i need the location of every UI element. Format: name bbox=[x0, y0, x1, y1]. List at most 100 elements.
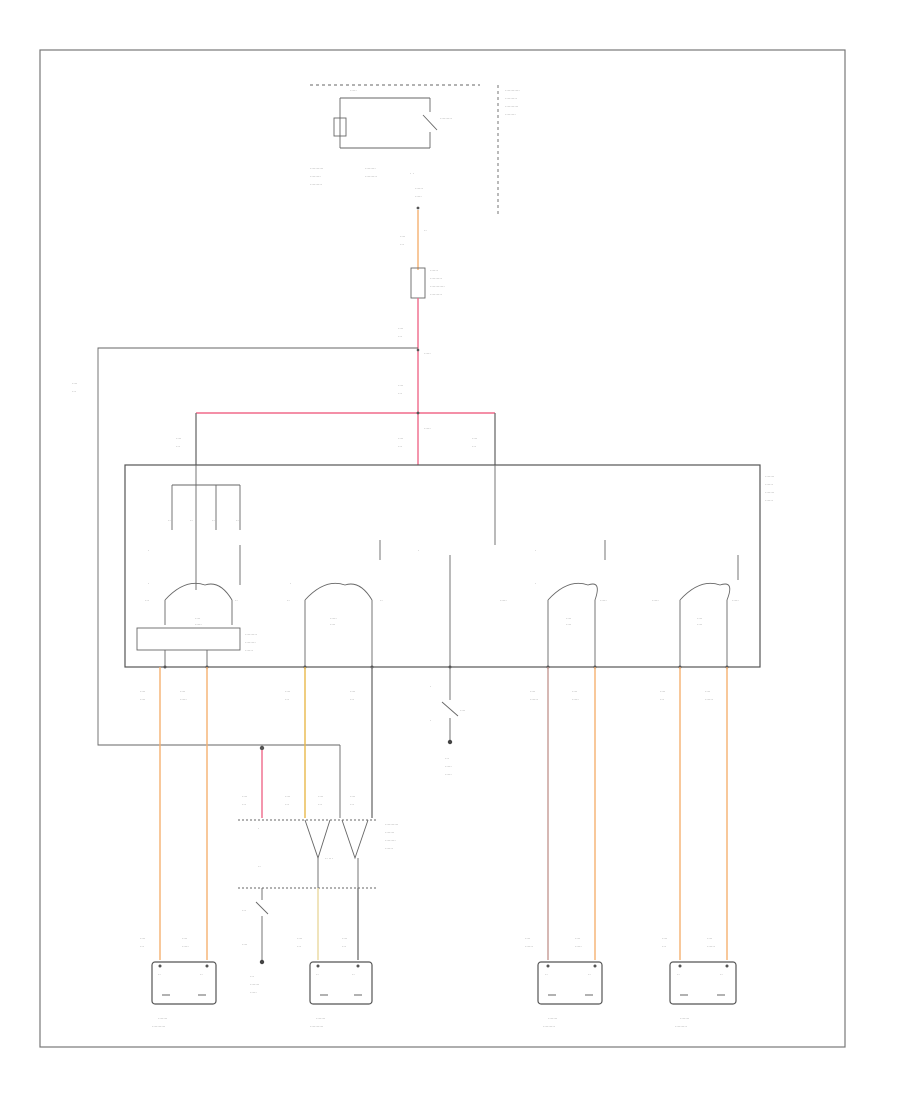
svg-text:·······: ······· bbox=[765, 474, 774, 479]
svg-text:·······: ······· bbox=[385, 830, 394, 835]
svg-text:····: ···· bbox=[566, 622, 571, 627]
svg-text:·······: ······· bbox=[548, 1016, 557, 1021]
svg-text:····: ···· bbox=[182, 936, 187, 941]
svg-text:·········: ········· bbox=[310, 182, 322, 187]
svg-text:·: · bbox=[430, 718, 431, 723]
svg-text:·····: ····· bbox=[732, 598, 739, 603]
svg-text:····: ···· bbox=[575, 936, 580, 941]
svg-text:····: ···· bbox=[660, 689, 665, 694]
svg-text:···: ··· bbox=[398, 391, 402, 396]
svg-text:····: ···· bbox=[530, 689, 535, 694]
svg-text:·····: ····· bbox=[572, 697, 579, 702]
svg-text:······: ······ bbox=[245, 648, 253, 653]
svg-text:········: ········ bbox=[505, 112, 516, 117]
svg-text:·····: ····· bbox=[250, 990, 257, 995]
svg-text:·····: ····· bbox=[182, 944, 189, 949]
svg-text:····: ···· bbox=[180, 689, 185, 694]
svg-text:······: ······ bbox=[765, 482, 773, 487]
svg-text:······: ······ bbox=[385, 846, 393, 851]
svg-text:····: ···· bbox=[318, 794, 323, 799]
svg-text:·: · bbox=[148, 581, 149, 586]
svg-text:···: ··· bbox=[472, 444, 476, 449]
svg-text:····: ···· bbox=[285, 689, 290, 694]
svg-text:·····: ····· bbox=[445, 764, 452, 769]
svg-text:····: ···· bbox=[398, 436, 403, 441]
svg-text:·: · bbox=[535, 581, 536, 586]
svg-text:·: · bbox=[290, 581, 291, 586]
svg-text:····: ···· bbox=[285, 794, 290, 799]
svg-text:····: ···· bbox=[140, 689, 145, 694]
svg-text:····: ···· bbox=[398, 383, 403, 388]
svg-text:········: ········ bbox=[385, 838, 396, 843]
svg-text:·: · bbox=[535, 548, 536, 553]
motor-icon bbox=[537, 961, 603, 1005]
svg-text:···: ··· bbox=[285, 802, 289, 807]
svg-text:··: ·· bbox=[545, 972, 548, 977]
svg-text:···: ··· bbox=[445, 756, 449, 761]
svg-text:·: · bbox=[258, 826, 259, 831]
svg-text:····: ···· bbox=[350, 794, 355, 799]
svg-text:····: ···· bbox=[176, 436, 181, 441]
svg-text:·········: ········· bbox=[675, 1024, 687, 1029]
svg-text:····: ···· bbox=[566, 616, 571, 621]
svg-text:··········: ·········· bbox=[505, 104, 518, 109]
right-front-window-motor: ···· ······· ·········· bbox=[309, 961, 373, 1029]
svg-text:····: ···· bbox=[662, 936, 667, 941]
svg-text:····: ···· bbox=[350, 689, 355, 694]
svg-text:····: ···· bbox=[297, 936, 302, 941]
svg-text:··········: ·········· bbox=[310, 1024, 323, 1029]
svg-text:·: · bbox=[418, 548, 419, 553]
block-ground: · ···· · ··· ····· ····· bbox=[430, 667, 465, 777]
svg-text:·····: ····· bbox=[600, 598, 607, 603]
svg-text:·····: ····· bbox=[445, 772, 452, 777]
svg-text:···: ··· bbox=[398, 444, 402, 449]
svg-text:·······: ······· bbox=[250, 982, 259, 987]
svg-text:·········: ········· bbox=[245, 632, 257, 637]
svg-text:···········: ··········· bbox=[430, 284, 445, 289]
svg-text:·····: ····· bbox=[500, 598, 507, 603]
svg-text:····: ···· bbox=[707, 936, 712, 941]
motor-icon bbox=[309, 961, 373, 1005]
fuse-icon bbox=[410, 267, 426, 299]
svg-text:·········: ········· bbox=[365, 174, 377, 179]
connector-dot-icon bbox=[416, 206, 420, 210]
switch-contact-icon bbox=[164, 582, 233, 601]
svg-text:·······: ······· bbox=[158, 1016, 167, 1021]
svg-text:·····: ····· bbox=[195, 622, 202, 627]
svg-text:······: ······ bbox=[430, 268, 438, 273]
svg-text:······: ······ bbox=[705, 697, 713, 702]
svg-text:·······: ······· bbox=[765, 490, 774, 495]
switch-contact-icon bbox=[422, 114, 438, 131]
svg-text:·····: ····· bbox=[575, 944, 582, 949]
svg-text:········: ········ bbox=[365, 166, 376, 171]
svg-text:·········: ········· bbox=[430, 292, 442, 297]
svg-text:···: ··· bbox=[660, 697, 664, 702]
svg-text:·····: ····· bbox=[180, 697, 187, 702]
svg-text:····: ···· bbox=[195, 616, 200, 621]
svg-text:····: ···· bbox=[697, 622, 702, 627]
svg-text:····: ···· bbox=[242, 794, 247, 799]
svg-text:···: ··· bbox=[297, 944, 301, 949]
svg-text:·····: ····· bbox=[652, 598, 659, 603]
svg-text:··: ·· bbox=[588, 972, 591, 977]
top-fuse-block: ····· ········· ··········· ········· ··… bbox=[310, 84, 520, 215]
svg-text:·····: ····· bbox=[415, 194, 422, 199]
motor-icon bbox=[151, 961, 217, 1005]
svg-text:··: ·· bbox=[158, 972, 161, 977]
svg-text:··: ·· bbox=[424, 228, 427, 233]
svg-text:··: ·· bbox=[190, 518, 193, 523]
svg-text:·······: ······· bbox=[680, 1016, 689, 1021]
svg-text:··: ·· bbox=[352, 972, 355, 977]
ground-icon bbox=[259, 959, 265, 965]
svg-text:··: ·· bbox=[168, 518, 171, 523]
svg-text:····: ···· bbox=[72, 381, 77, 386]
left-rear-window-motor: ·· ·· ······· ········· bbox=[537, 961, 603, 1029]
svg-text:··: ·· bbox=[287, 598, 290, 603]
diagram-frame bbox=[39, 49, 846, 1048]
svg-text:····: ···· bbox=[140, 697, 145, 702]
svg-text:····: ···· bbox=[400, 234, 405, 239]
svg-text:·········: ········· bbox=[543, 1024, 555, 1029]
svg-text:·····: ····· bbox=[424, 351, 431, 356]
svg-text:·········: ········· bbox=[505, 96, 517, 101]
